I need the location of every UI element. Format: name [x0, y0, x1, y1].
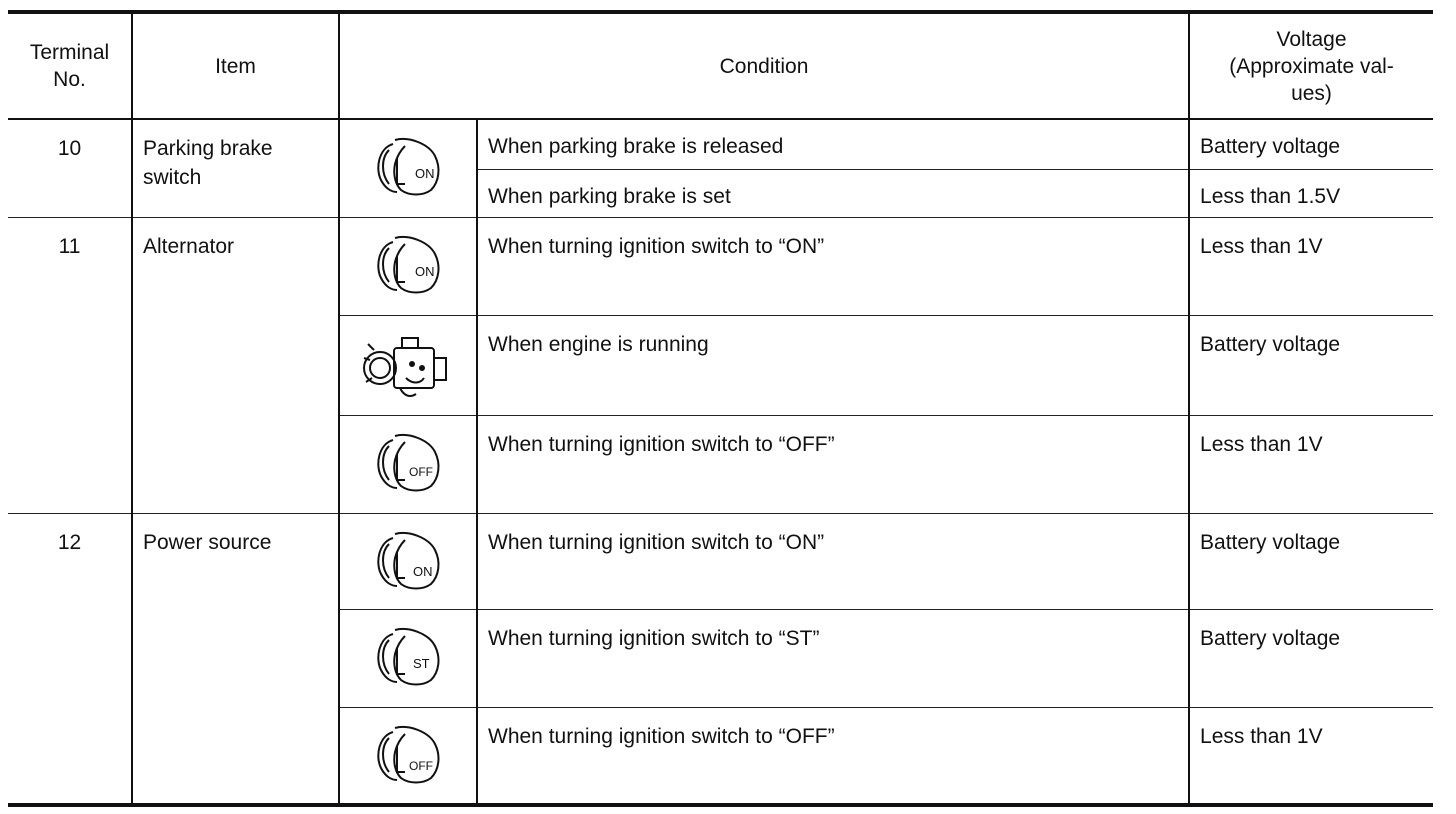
icon-label: OFF: [409, 465, 433, 479]
condition-text: When engine is running: [475, 314, 1191, 416]
header-condition: Condition: [337, 11, 1191, 120]
item-name-line1: Parking brake: [143, 137, 273, 160]
icon-cell: OFF: [339, 706, 478, 806]
ignition-key-on-icon: ON: [377, 531, 440, 589]
header-row: Terminal No. Item Condition Voltage (App…: [8, 11, 1434, 120]
condition-text: When parking brake is set: [477, 168, 1191, 218]
icon-label: ON: [415, 166, 435, 181]
item-name: Power source: [131, 512, 340, 806]
header-terminal-line2: No.: [53, 68, 86, 91]
ignition-key-on-icon: ON: [377, 235, 440, 293]
terminal-number: 12: [8, 512, 133, 806]
header-item: Item: [131, 11, 340, 120]
icon-cell: [339, 314, 478, 416]
voltage-value: Battery voltage: [1188, 512, 1434, 610]
condition-text: When turning ignition switch to “ON”: [475, 512, 1191, 610]
ignition-key-on-icon: ON: [377, 138, 440, 196]
icon-label: ST: [413, 656, 430, 671]
icon-cell: ON: [338, 216, 478, 316]
voltage-value: Battery voltage: [1188, 118, 1434, 170]
voltage-value: Less than 1V: [1188, 706, 1434, 806]
table-row: When parking brake is set Less than 1.5V: [8, 168, 1434, 218]
header-voltage-line3: ues): [1291, 81, 1332, 105]
icon-cell: ON: [338, 118, 478, 218]
header-voltage-line2: (Approximate val-: [1229, 54, 1394, 78]
icon-cell: ON: [338, 512, 478, 610]
ignition-key-off-icon: OFF: [377, 433, 440, 491]
header-voltage: Voltage (Approximate val- ues): [1188, 11, 1434, 120]
engine-running-icon: [363, 336, 447, 397]
voltage-value: Less than 1V: [1188, 414, 1434, 514]
item-name-line1: Power source: [143, 530, 272, 554]
header-terminal-no: Terminal No.: [8, 11, 133, 120]
icon-label: ON: [413, 564, 433, 579]
table-row: 11 Alternator ON When turning ignition s…: [8, 216, 1434, 514]
voltage-value: Less than 1.5V: [1188, 168, 1434, 218]
voltage-value: Less than 1V: [1188, 216, 1434, 316]
terminal-number: 11: [8, 216, 133, 514]
table-row: When engine is running Battery voltage: [8, 314, 1434, 416]
icon-cell: ST: [339, 608, 478, 708]
table-row: 10 Parking brake switch ON When parking …: [8, 118, 1434, 218]
condition-text: When turning ignition switch to “ON”: [475, 216, 1191, 316]
terminal-voltage-table: Terminal No. Item Condition Voltage (App…: [8, 10, 1434, 807]
header-voltage-line1: Voltage: [1276, 27, 1347, 51]
table-row: OFF When turning ignition switch to “OFF…: [8, 414, 1434, 514]
ignition-key-st-icon: ST: [377, 627, 440, 685]
terminal-number: 10: [8, 118, 133, 218]
table-row: ST When turning ignition switch to “ST” …: [8, 608, 1434, 708]
item-name-line2: switch: [143, 166, 202, 189]
item-name-line1: Alternator: [143, 234, 235, 258]
item-name: Parking brake switch: [131, 118, 340, 218]
condition-text: When turning ignition switch to “OFF”: [475, 414, 1191, 514]
voltage-value: Battery voltage: [1188, 314, 1434, 416]
table-row: 12 Power source ON When turning ignition…: [8, 512, 1434, 806]
icon-cell: OFF: [339, 414, 478, 514]
header-terminal-line1: Terminal: [29, 41, 110, 64]
condition-text: When parking brake is released: [475, 118, 1191, 170]
icon-label: OFF: [409, 759, 433, 773]
condition-text: When turning ignition switch to “OFF”: [475, 706, 1191, 806]
condition-text: When turning ignition switch to “ST”: [475, 608, 1191, 708]
item-name: Alternator: [131, 216, 340, 514]
icon-label: ON: [415, 264, 435, 279]
ignition-key-off-icon: OFF: [377, 725, 440, 783]
table-row: OFF When turning ignition switch to “OFF…: [8, 706, 1434, 806]
voltage-value: Battery voltage: [1188, 608, 1434, 708]
